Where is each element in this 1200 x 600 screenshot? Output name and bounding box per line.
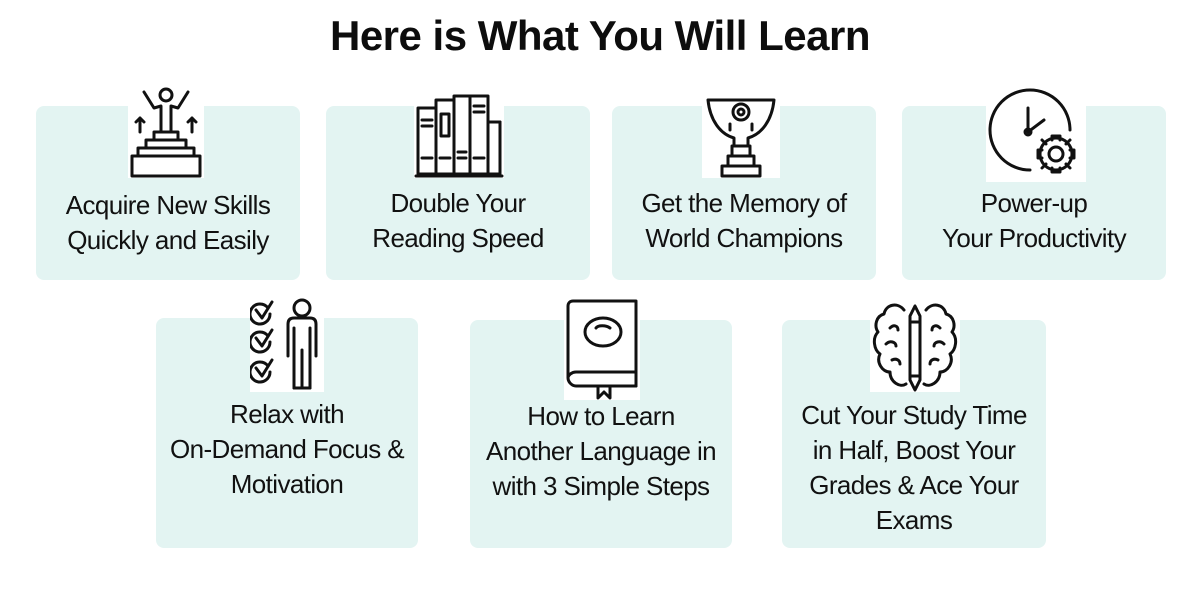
card-label-line: Grades & Ace Your — [809, 470, 1019, 500]
card-label: Cut Your Study Time in Half, Boost Your … — [782, 398, 1046, 538]
card-label-line: On-Demand Focus & — [169, 434, 405, 464]
card-label: Acquire New Skills Quickly and Easily — [36, 188, 300, 258]
page-title: Here is What You Will Learn — [329, 12, 871, 59]
card-label-line: World Champions — [645, 223, 843, 253]
card-label-line: Acquire New Skills — [65, 190, 271, 220]
card-label: Get the Memory of World Champions — [612, 186, 876, 256]
card-label-line: Exams — [875, 505, 953, 535]
card-label-line: Power-up — [980, 188, 1088, 218]
book-bookmark-icon — [564, 298, 640, 400]
card-label: Double Your Reading Speed — [326, 186, 590, 256]
card-label-line: Quickly and Easily — [67, 225, 269, 255]
checklist-person-icon — [250, 298, 324, 392]
books-icon — [414, 92, 504, 178]
trophy-icon — [702, 96, 780, 178]
card-label-line: How to Learn — [527, 401, 675, 431]
card-label-line: in Half, Boost Your — [812, 435, 1016, 465]
podium-winner-icon — [128, 86, 204, 178]
card-label-line: Get the Memory of — [641, 188, 847, 218]
card-label-line: Cut Your Study Time — [801, 400, 1027, 430]
card-label-line: Double Your — [390, 188, 526, 218]
card-label: How to Learn Another Language in with 3 … — [470, 399, 732, 504]
card-label-line: Motivation — [230, 469, 344, 499]
card-label-line: Reading Speed — [372, 223, 544, 253]
card-label: Relax with On-Demand Focus & Motivation — [156, 397, 418, 502]
card-label-line: Another Language in — [485, 436, 717, 466]
clock-gear-icon — [986, 88, 1086, 182]
card-label-line: with 3 Simple Steps — [492, 471, 711, 501]
card-focus-motivation: Relax with On-Demand Focus & Motivation — [156, 318, 418, 548]
brain-pencil-icon — [870, 300, 960, 392]
card-label-line: Your Productivity — [942, 223, 1127, 253]
card-label: Power-up Your Productivity — [902, 186, 1166, 256]
card-label-line: Relax with — [230, 399, 345, 429]
